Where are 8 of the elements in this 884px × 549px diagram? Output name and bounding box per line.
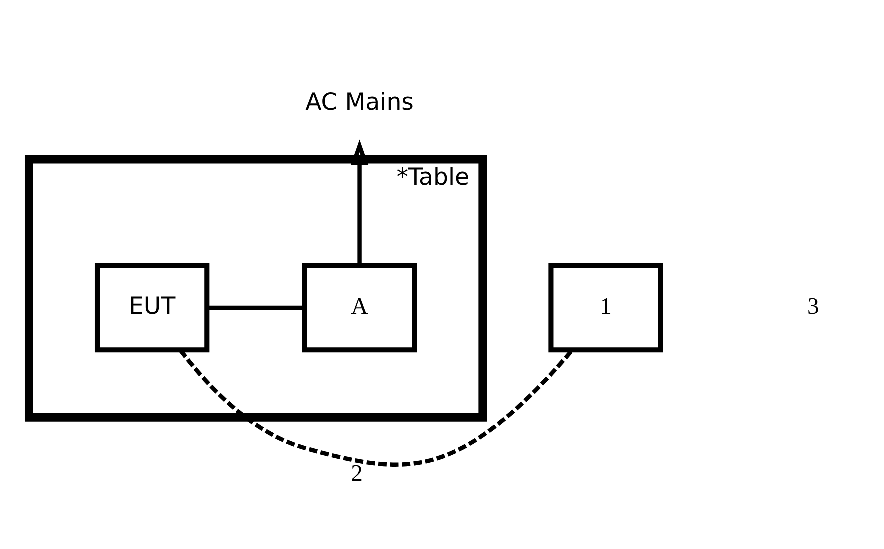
- label: 3: [808, 294, 820, 320]
- connector: [207, 306, 304, 310]
- node-box: 1: [548, 263, 664, 353]
- node-text: AC Mains: [306, 88, 414, 116]
- edge-label: 2: [351, 460, 363, 487]
- node-box: EUT: [94, 263, 210, 353]
- arrow: [350, 140, 369, 266]
- node-box: A: [302, 263, 418, 353]
